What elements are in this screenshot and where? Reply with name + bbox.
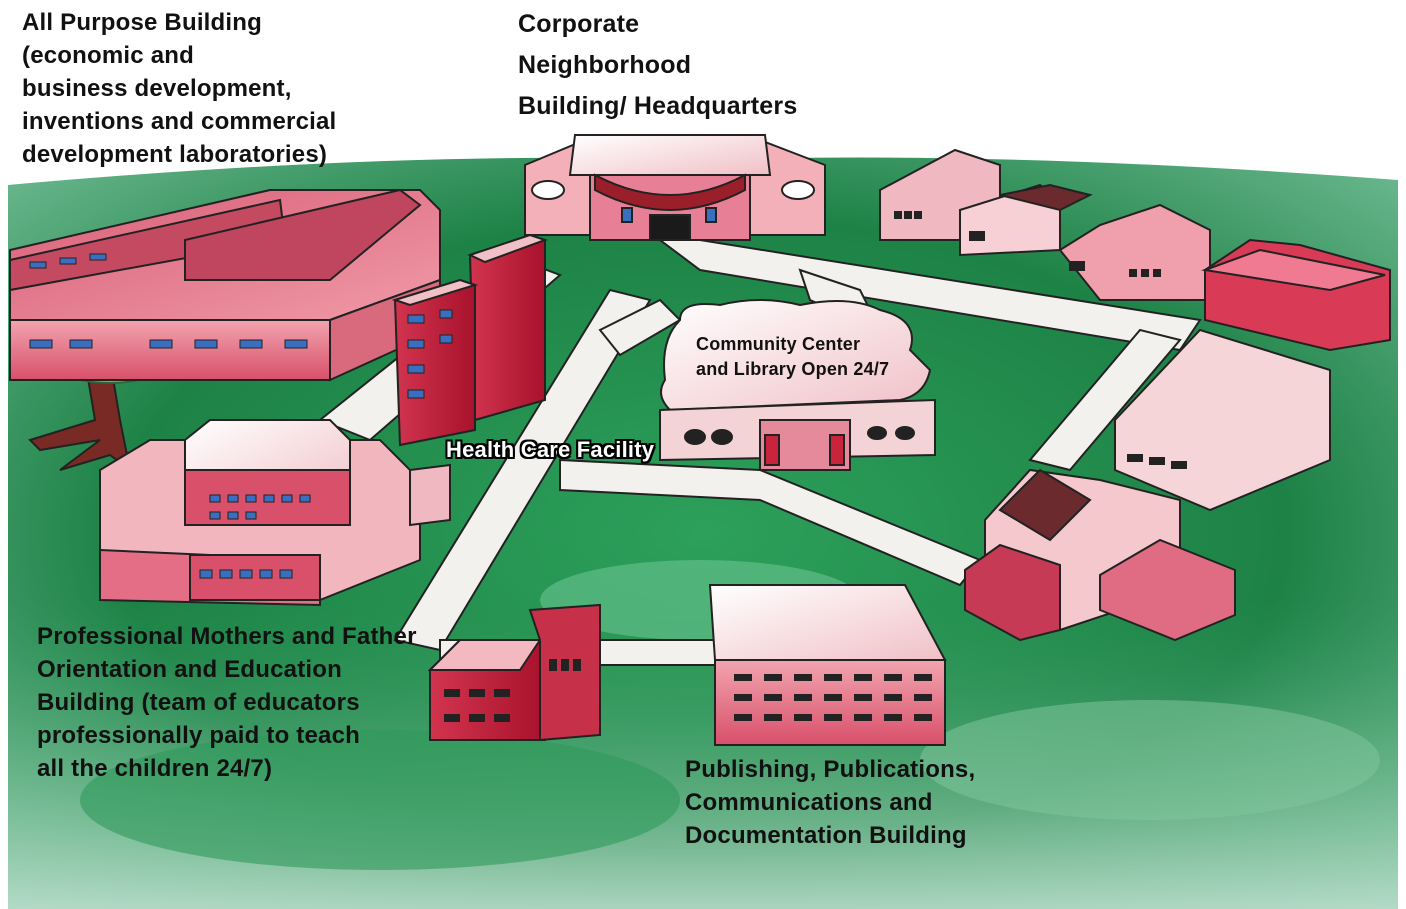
label-line: Publishing, Publications, xyxy=(685,756,976,783)
label-line: Building/ Headquarters xyxy=(518,92,798,120)
corporate-headquarters-label: Corporate Neighborhood Building/ Headqua… xyxy=(518,4,797,127)
label-line: Communications and xyxy=(685,789,933,816)
label-line: Documentation Building xyxy=(685,822,967,849)
label-line: inventions and commercial xyxy=(22,108,337,135)
label-line: professionally paid to teach xyxy=(37,722,361,749)
all-purpose-building-label: All Purpose Building (economic and busin… xyxy=(22,6,336,171)
right-lower-buildings xyxy=(964,468,1236,642)
label-line: all the children 24/7) xyxy=(37,755,273,782)
health-care-facility-label: Health Care Facility xyxy=(446,436,654,464)
label-line: All Purpose Building xyxy=(22,9,263,36)
label-line: Corporate xyxy=(518,10,640,38)
mothers-father-building-label: Professional Mothers and Father Orientat… xyxy=(37,620,417,785)
mothers-father-orientation-building xyxy=(99,419,451,607)
all-purpose-building xyxy=(9,188,441,382)
label-line: and Library Open 24/7 xyxy=(696,359,890,379)
label-line: Building (team of educators xyxy=(37,689,360,716)
label-line: Health Care Facility xyxy=(446,437,655,462)
right-upper-buildings xyxy=(879,148,1391,512)
label-line: development laboratories) xyxy=(22,141,328,168)
label-line: Neighborhood xyxy=(518,51,692,79)
health-care-building xyxy=(391,233,549,447)
community-center-label: Community Center and Library Open 24/7 xyxy=(696,332,889,382)
publishing-building xyxy=(708,584,947,746)
label-line: Orientation and Education xyxy=(37,656,343,683)
label-line: (economic and xyxy=(22,42,194,69)
corporate-headquarters xyxy=(524,134,826,241)
small-red-building xyxy=(427,603,601,742)
label-line: Professional Mothers and Father xyxy=(37,623,417,650)
publishing-building-label: Publishing, Publications, Communications… xyxy=(685,753,975,852)
label-line: Community Center xyxy=(696,334,861,354)
community-center xyxy=(659,299,936,471)
label-line: business development, xyxy=(22,75,292,102)
